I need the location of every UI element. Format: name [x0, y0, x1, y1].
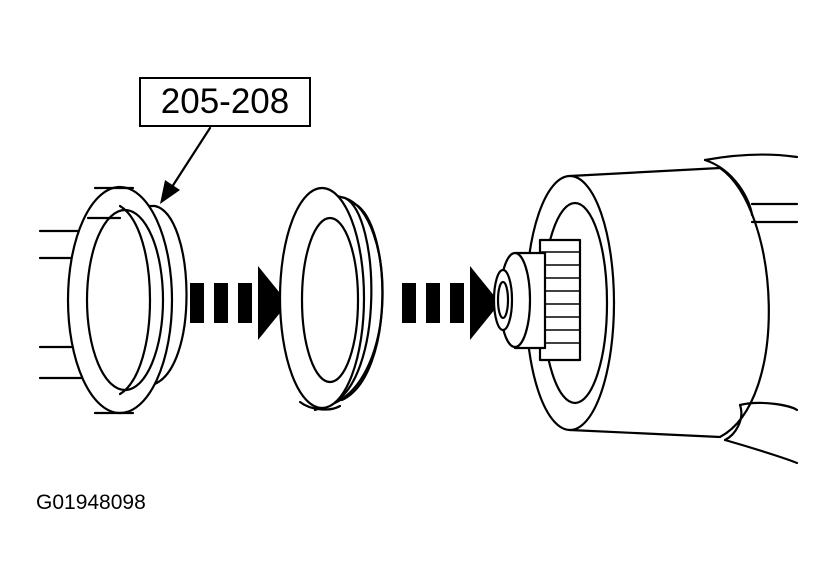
- shaft-with-tool: [38, 185, 188, 415]
- direction-arrow-2: [402, 266, 500, 340]
- seal-part: [278, 186, 384, 412]
- housing-part: [492, 153, 799, 465]
- direction-arrow-1: [190, 266, 288, 340]
- tool-callout-label: 205-208: [139, 77, 311, 127]
- figure-id-label: G01948098: [36, 491, 146, 514]
- callout-leader-arrow: [160, 126, 212, 204]
